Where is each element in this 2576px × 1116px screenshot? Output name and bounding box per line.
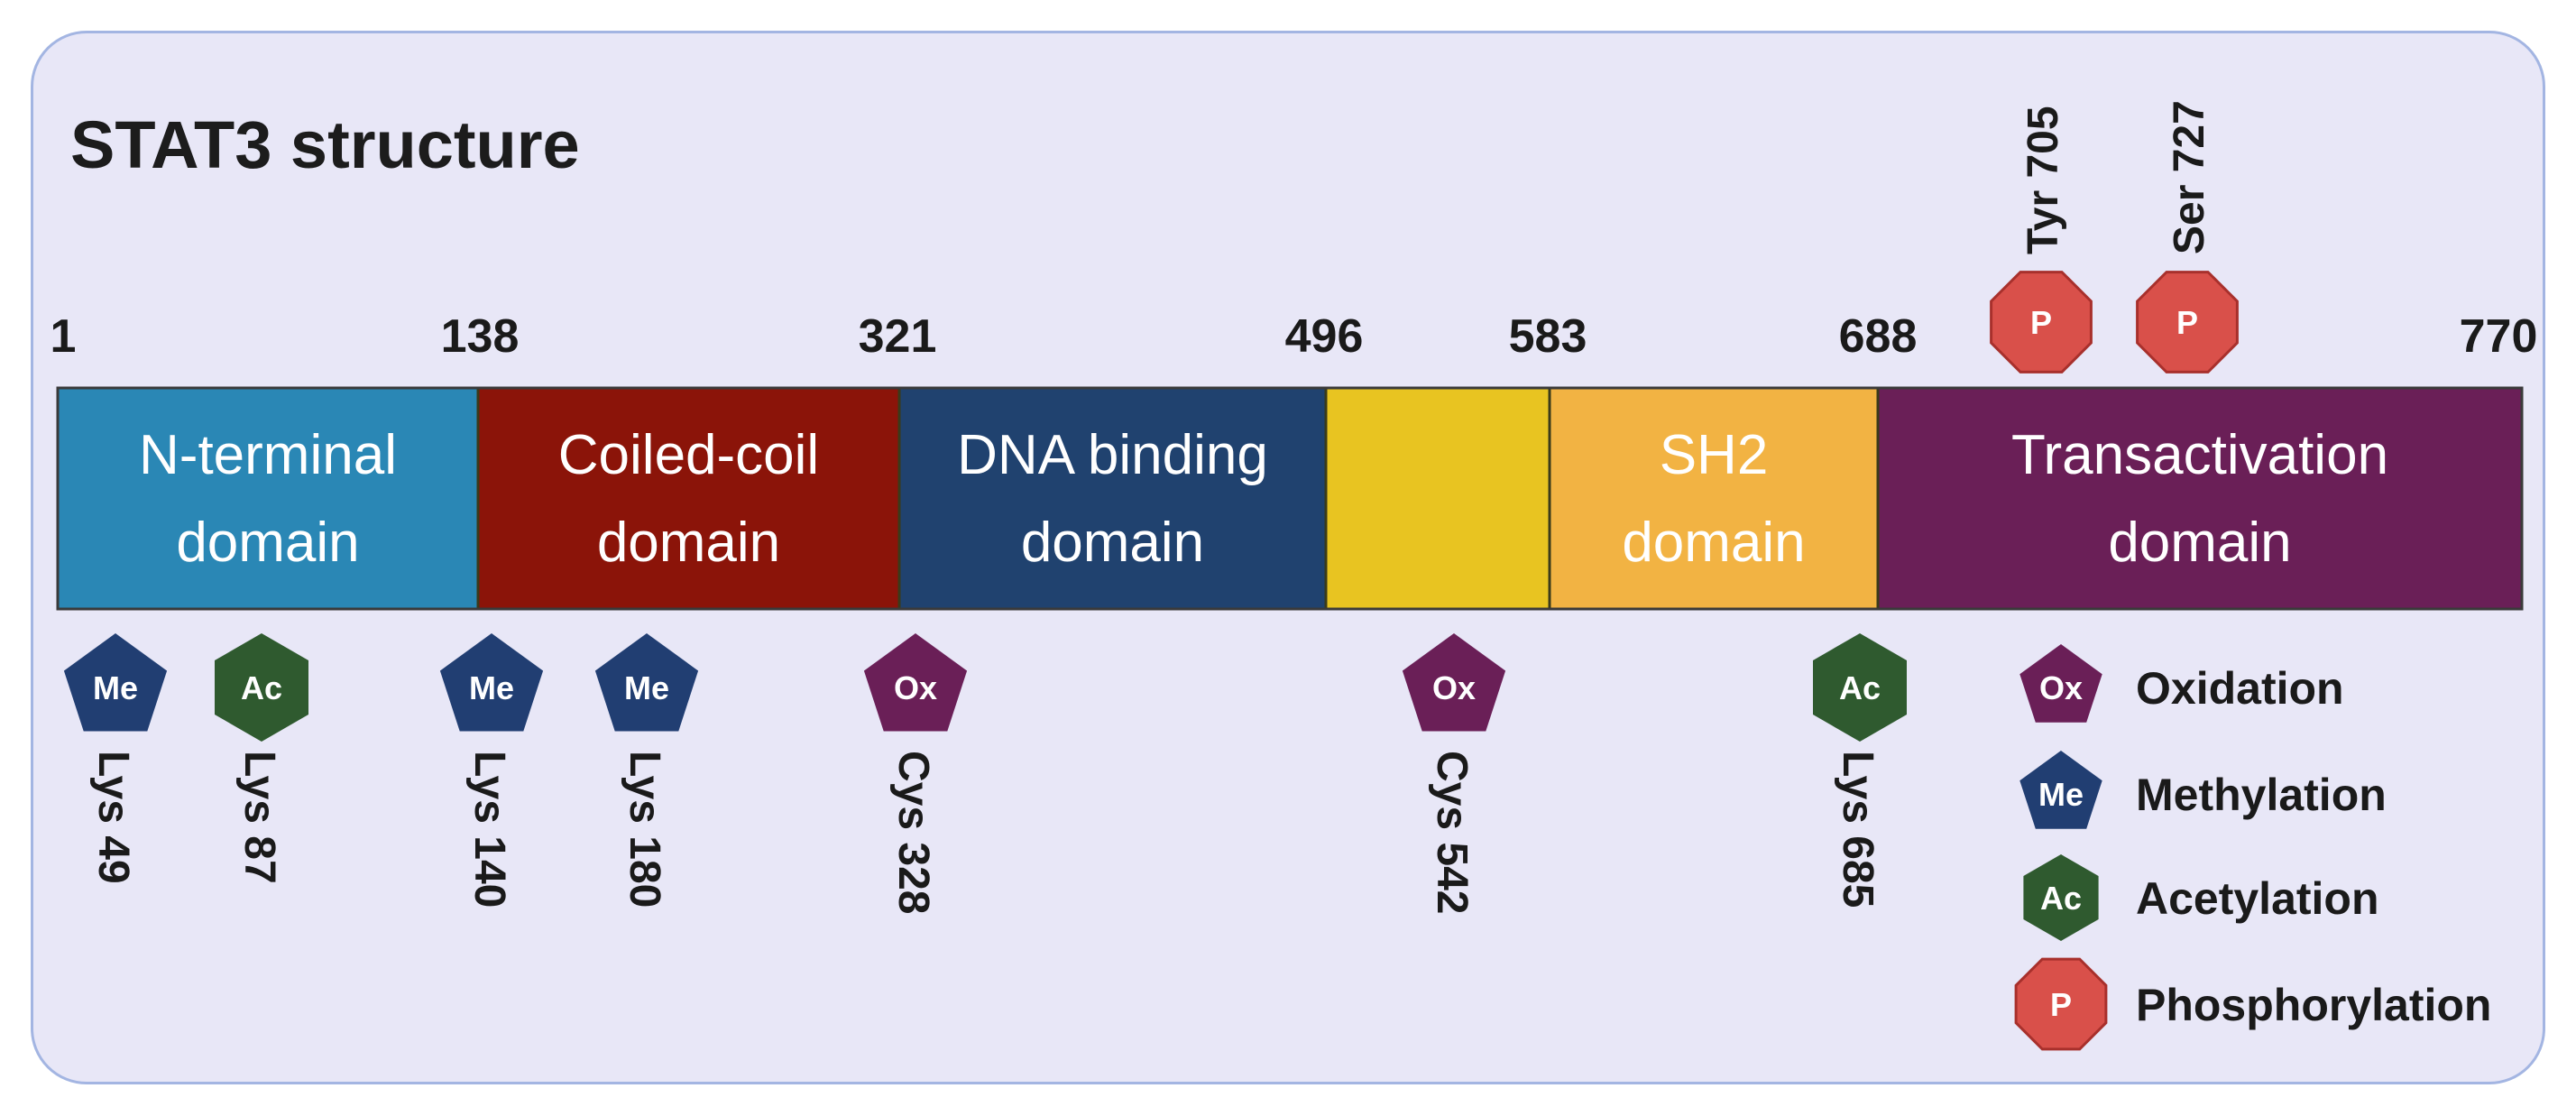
phosphorylation-badge-icon: [1990, 271, 2093, 374]
acetylation-badge-text: Ac: [241, 669, 282, 706]
domain-sh2: SH2 domain: [1550, 388, 1878, 609]
legend-item-acetylation: Ac Acetylation: [2023, 854, 2379, 941]
domain-n-terminal-label-line2: domain: [176, 512, 359, 574]
domain-sh2-block: [1550, 388, 1878, 609]
domain-linker-block: [1326, 388, 1550, 609]
site-residue-label: Lys 140: [465, 751, 513, 908]
acetylation-badge-text: Ac: [2040, 880, 2082, 917]
methylation-badge-icon: [63, 633, 168, 732]
domain-coiled-coil-label-line1: Coiled-coil: [558, 424, 819, 486]
domain-transactivation: Transactivation domain: [1878, 388, 2522, 609]
methylation-badge-icon: [2019, 751, 2102, 829]
domain-dna-binding-label-line2: domain: [1021, 512, 1204, 574]
domain-coiled-coil: Coiled-coil domain: [478, 388, 899, 609]
site-residue-label: Lys 49: [89, 751, 137, 884]
acetylation-badge-icon: [1813, 633, 1907, 742]
domain-dna-binding-block: [899, 388, 1326, 609]
methylation-badge-text: Me: [624, 669, 669, 706]
legend-label: Oxidation: [2136, 663, 2344, 714]
oxidation-badge-text: Ox: [2039, 669, 2083, 706]
phosphorylation-badge-text: P: [2030, 304, 2052, 341]
legend-item-oxidation: Ox Oxidation: [2019, 644, 2344, 723]
domain-n-terminal: N-terminal domain: [58, 388, 478, 609]
position-label: 688: [1839, 310, 1918, 363]
domain-bar-outline: [56, 386, 2524, 611]
site-ser-727: P Ser 727: [2136, 100, 2239, 374]
site-tyr-705: P Tyr 705: [1990, 106, 2093, 374]
domain-transactivation-block: [1878, 388, 2522, 609]
acetylation-badge-icon: [2023, 854, 2099, 941]
oxidation-badge-text: Ox: [894, 669, 937, 706]
domain-coiled-coil-label-line2: domain: [597, 512, 780, 574]
oxidation-badge-icon: [1402, 633, 1506, 732]
position-label: 496: [1285, 310, 1364, 363]
methylation-badge-icon: [594, 633, 699, 732]
domain-sh2-label-line1: SH2: [1660, 424, 1769, 486]
position-label: 583: [1509, 310, 1587, 363]
site-residue-label: Lys 685: [1834, 751, 1881, 908]
legend-label: Phosphorylation: [2136, 980, 2491, 1030]
diagram-title: STAT3 structure: [70, 107, 580, 182]
domain-linker: [1326, 388, 1550, 609]
domain-sh2-label-line2: domain: [1622, 512, 1805, 574]
oxidation-badge-text: Ox: [1432, 669, 1476, 706]
oxidation-badge-icon: [863, 633, 968, 732]
phosphorylation-badge-text: P: [2050, 986, 2072, 1023]
acetylation-badge-icon: [215, 633, 308, 742]
phosphorylation-badge-icon: [2136, 271, 2239, 374]
site-residue-label: Tyr 705: [2019, 106, 2067, 254]
position-label: 138: [441, 310, 520, 363]
domain-transactivation-label-line1: Transactivation: [2011, 424, 2388, 486]
domain-dna-binding: DNA binding domain: [899, 388, 1326, 609]
methylation-badge-text: Me: [2038, 776, 2084, 813]
legend-item-phosphorylation: P Phosphorylation: [2014, 957, 2491, 1051]
legend-label: Acetylation: [2136, 873, 2379, 924]
site-residue-label: Lys 180: [621, 751, 668, 908]
methylation-badge-icon: [439, 633, 544, 732]
domain-coiled-coil-block: [478, 388, 899, 609]
position-label: 770: [2460, 310, 2538, 363]
position-label: 321: [859, 310, 937, 363]
domain-n-terminal-label-line1: N-terminal: [139, 424, 397, 486]
domain-dna-binding-label-line1: DNA binding: [957, 424, 1268, 486]
methylation-badge-text: Me: [469, 669, 514, 706]
legend-label: Methylation: [2136, 770, 2387, 820]
position-labels: 1 138 321 496 583 688 770: [51, 310, 2538, 363]
legend-item-methylation: Me Methylation: [2019, 751, 2387, 829]
acetylation-badge-text: Ac: [1839, 669, 1881, 706]
domain-transactivation-label-line2: domain: [2108, 512, 2291, 574]
domain-n-terminal-block: [58, 388, 478, 609]
oxidation-badge-icon: [2019, 644, 2102, 723]
site-residue-label: Cys 542: [1428, 751, 1476, 914]
methylation-badge-text: Me: [93, 669, 138, 706]
site-residue-label: Lys 87: [235, 751, 283, 884]
site-residue-label: Cys 328: [889, 751, 937, 914]
site-residue-label: Ser 727: [2166, 100, 2213, 254]
phosphorylation-badge-text: P: [2176, 304, 2198, 341]
phosphorylation-badge-icon: [2014, 957, 2108, 1051]
position-label: 1: [51, 310, 77, 363]
